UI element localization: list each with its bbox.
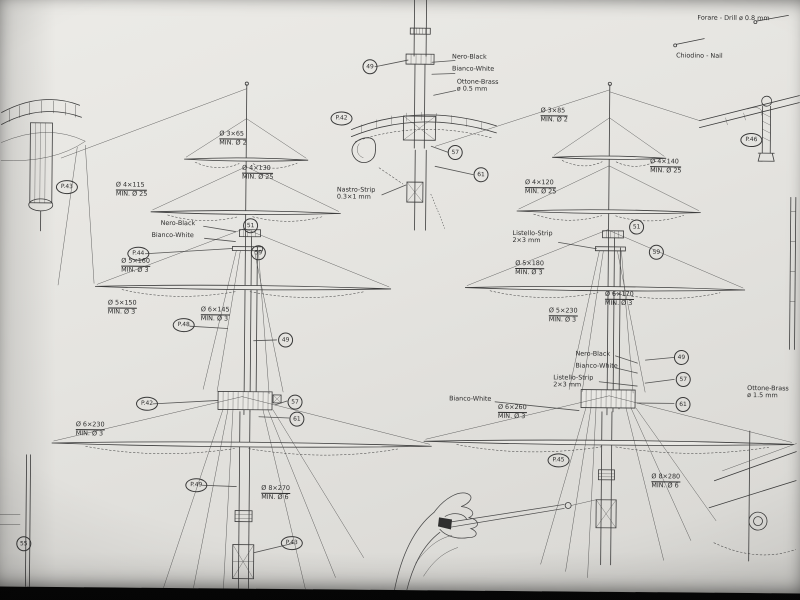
ref-p42-top: P.42 [330, 111, 353, 126]
right-edge-partials-drawing [673, 14, 800, 562]
mat-ottone-brass-top: Ottone-Brass ø 0.5 mm [456, 77, 499, 93]
ref-51-left: 51 [243, 218, 259, 234]
note-chiodino-nail: Chiodino - Nail [676, 51, 723, 60]
ref-61-right: 61 [675, 396, 691, 413]
ref-59-right: 59 [648, 244, 664, 260]
mat-listello-strip-lower: Listello-Strip 2×3 mm [553, 373, 594, 389]
mat-nero-black-left: Nero-Black [160, 218, 196, 228]
mat-nero-black-top: Nero-Black [452, 52, 487, 61]
ref-59-left: 59 [250, 245, 266, 261]
bottom-left-partial-drawing [0, 454, 31, 594]
left-mast-drawing [51, 81, 432, 590]
ref-p42-left: P.42 [135, 396, 159, 411]
ref-p45: P.45 [547, 453, 570, 468]
ref-57-left: 57 [287, 394, 303, 410]
ref-p43-bottom: P.43 [280, 535, 303, 551]
ref-49-top: 49 [362, 59, 378, 75]
ref-p48: P.48 [172, 318, 195, 333]
mat-bianco-white-right: Bianco-White [575, 361, 618, 370]
note-forare-drill: Forare - Drill ø 0.8 mm [697, 13, 770, 23]
mat-nastro-strip: Nastro-Strip 0.3×1 mm [336, 185, 376, 201]
mast-cap-detail-drawing [350, 0, 497, 231]
mat-bianco-white-mid: Bianco-White [449, 394, 492, 403]
ref-61-left: 61 [289, 411, 305, 427]
right-mast-drawing [423, 81, 794, 578]
leader-lines [144, 59, 675, 554]
mat-ottone-brass-right: Ottone-Brass ø 1.5 mm [747, 384, 789, 400]
ref-61-top: 61 [473, 167, 489, 183]
ref-51-right: 51 [629, 219, 645, 235]
ref-49-right: 49 [673, 349, 690, 366]
ref-p44: P.44 [127, 246, 150, 261]
ref-p43-left: P.43 [55, 179, 78, 195]
mat-listello-strip-upper: Listello-Strip 2×3 mm [512, 228, 553, 245]
mat-nero-black-right: Nero-Black [575, 349, 611, 358]
ref-49-left: 49 [278, 332, 294, 348]
ref-57-right: 57 [675, 371, 691, 388]
left-partial-platform-drawing [0, 99, 95, 286]
ref-p49: P.49 [185, 478, 208, 493]
ref-55: 55 [16, 536, 32, 552]
hand-sketch-drawing [392, 492, 597, 594]
mat-bianco-white-top: Bianco-White [451, 64, 495, 73]
ref-57-top: 57 [447, 144, 463, 161]
mat-bianco-white-left: Bianco-White [151, 230, 194, 240]
ref-p46: P.46 [740, 132, 763, 148]
